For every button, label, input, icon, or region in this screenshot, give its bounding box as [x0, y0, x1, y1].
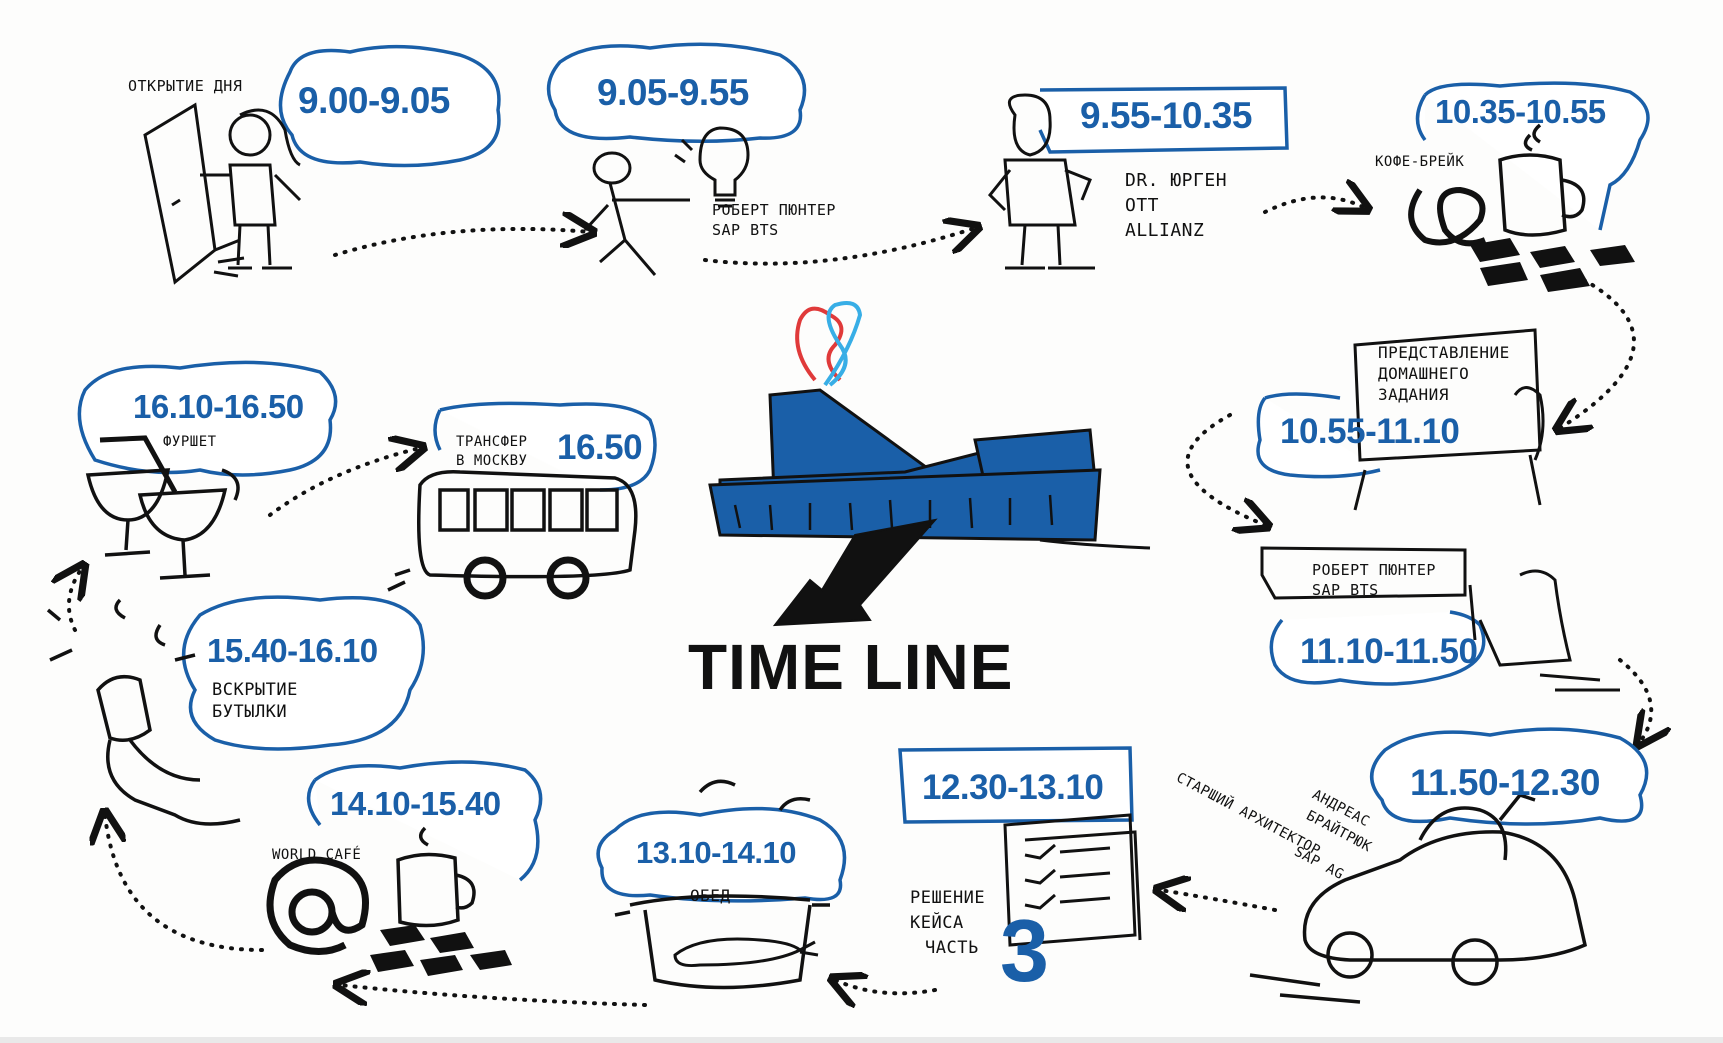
- event-8-time: 12.30-13.10: [922, 768, 1104, 807]
- connector-10: [105, 815, 264, 952]
- event-2-label-line1: РОБЕРТ ПЮНТЕР: [712, 201, 836, 219]
- connector-9: [340, 985, 647, 1007]
- event-8-label-line1: РЕШЕНИЕ: [910, 888, 986, 908]
- event-6-label-line1: РОБЕРТ ПЮНТЕР: [1312, 561, 1436, 579]
- banner-person-icon: [1260, 546, 1620, 692]
- event-6-label-line2: SAP BTS: [1312, 581, 1379, 599]
- event-5-label-line2: ДОМАШНЕГО: [1378, 364, 1470, 383]
- event-13-time: 16.50: [557, 428, 643, 467]
- bubble-12: [77, 360, 338, 477]
- event-2-label-line2: SAP BTS: [712, 221, 779, 239]
- connector-3: [1263, 197, 1365, 212]
- bubble-8: [898, 746, 1134, 824]
- timeline-connectors: [69, 197, 1651, 1005]
- flipchart-icon: [1353, 328, 1545, 511]
- world-cafe-mug-icon: [396, 826, 476, 928]
- event-4-label: КОФЕ-БРЕЙК: [1375, 154, 1465, 170]
- bus-icon: [387, 470, 638, 600]
- bubble-10: [306, 760, 543, 882]
- event-11-label-line2: БУТЫЛКИ: [212, 702, 288, 722]
- event-13-label-line2: В МОСКВУ: [456, 453, 528, 469]
- event-3-label-line2: ОТТ: [1125, 195, 1160, 216]
- connector-4: [1560, 273, 1636, 428]
- checkered-cloth: [1470, 238, 1635, 292]
- event-1-time: 9.00-9.05: [298, 80, 450, 121]
- logo-icon: [795, 301, 863, 387]
- bubble-6: [1269, 610, 1486, 686]
- connector-5: [1185, 413, 1265, 525]
- cocktail-glasses-icon: [85, 435, 240, 580]
- running-person-icon: [583, 151, 690, 276]
- event-10-label: WORLD CAFÉ: [272, 847, 362, 863]
- event-7-time: 11.50-12.30: [1410, 762, 1600, 803]
- bubble-11: [182, 595, 426, 751]
- at-sign-icon: [266, 856, 369, 955]
- event-9-time: 13.10-14.10: [636, 835, 796, 870]
- connector-11: [69, 568, 82, 632]
- coffee-mug-icon: [1498, 123, 1586, 237]
- speaker-person-icon: [987, 93, 1095, 270]
- event-6-time: 11.10-11.50: [1300, 632, 1478, 671]
- carrot-icon: [673, 937, 819, 967]
- event-11-label-line1: ВСКРЫТИЕ: [212, 680, 298, 700]
- world-cafe-checkered-cloth: [370, 925, 512, 976]
- event-9-label: ОБЕД: [690, 886, 731, 905]
- part-number: 3: [1000, 901, 1049, 1000]
- event-11-time: 15.40-16.10: [207, 632, 378, 669]
- event-1-label: ОТКРЫТИЕ ДНЯ: [128, 77, 243, 95]
- bubble-1: [278, 44, 501, 168]
- lightbulb-icon: [674, 126, 750, 208]
- event-5-label-line1: ПРЕДСТАВЛЕНИЕ: [1378, 343, 1510, 362]
- connector-7: [1160, 890, 1277, 910]
- connector-12: [268, 448, 420, 517]
- host-person-icon: [200, 108, 302, 270]
- bubble-2: [546, 42, 807, 143]
- event-8-label-line3: ЧАСТЬ: [925, 938, 979, 958]
- building-icon: [708, 388, 1151, 550]
- arrow-icon: [772, 518, 938, 627]
- event-4-time: 10.35-10.55: [1435, 93, 1606, 130]
- pot-icon: [614, 779, 830, 990]
- event-12-label: ФУРШЕТ: [163, 434, 217, 450]
- connector-2: [703, 228, 975, 266]
- bubble-5: [1256, 392, 1381, 479]
- page-title: TIME LINE: [688, 631, 1014, 703]
- event-5-time: 10.55-11.10: [1280, 412, 1460, 451]
- event-3-label-line1: DR. ЮРГЕН: [1125, 170, 1228, 191]
- event-10-time: 14.10-15.40: [330, 785, 501, 822]
- documents-icon: [1003, 813, 1142, 947]
- connector-6: [1618, 658, 1651, 742]
- bubble-13: [433, 401, 657, 492]
- event-13-label-line1: ТРАНСФЕР: [456, 434, 528, 450]
- event-8-label-line2: КЕЙСА: [910, 913, 964, 933]
- bubble-9: [596, 806, 847, 903]
- connector-8: [835, 980, 937, 993]
- connector-1: [333, 229, 590, 257]
- bubble-7: [1370, 727, 1649, 826]
- champagne-bottle-icon: [46, 598, 241, 826]
- pretzel-icon: [1408, 186, 1487, 247]
- event-3-time: 9.55-10.35: [1080, 95, 1252, 136]
- event-5-label-line3: ЗАДАНИЯ: [1378, 385, 1449, 404]
- car-icon: [1249, 792, 1588, 1004]
- event-3-label-line3: ALLIANZ: [1125, 220, 1205, 241]
- event-2-time: 9.05-9.55: [597, 72, 749, 113]
- time-bubbles: [77, 42, 1650, 903]
- event-12-time: 16.10-16.50: [133, 388, 304, 425]
